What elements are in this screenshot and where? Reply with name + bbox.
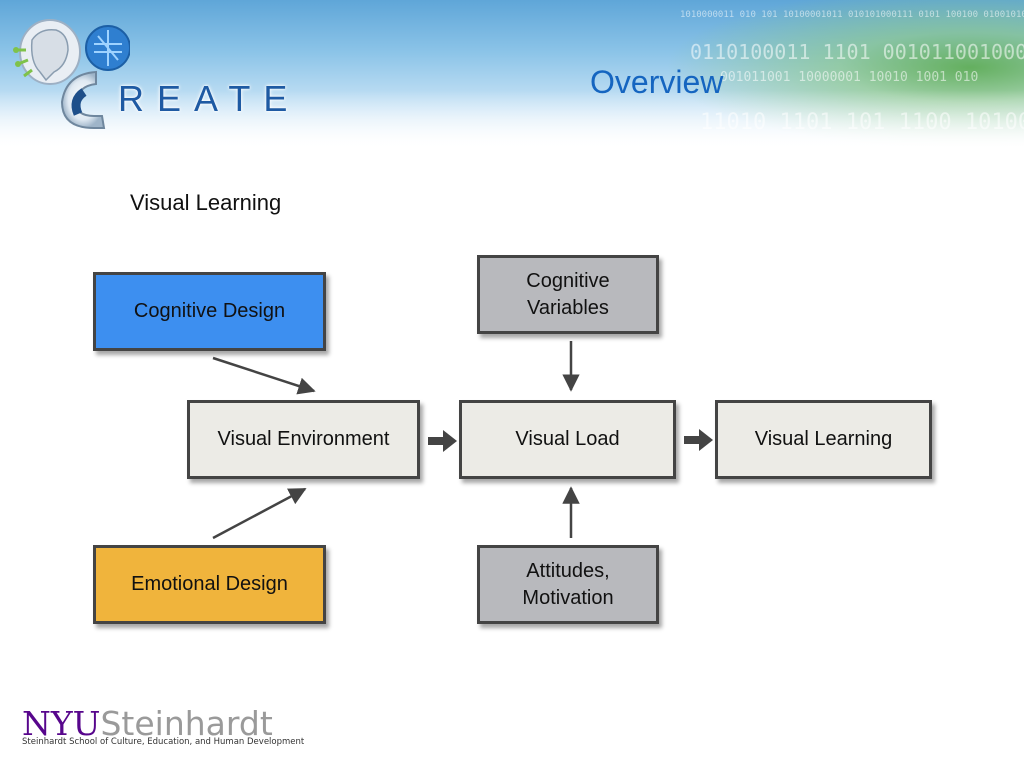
footer-tagline: Steinhardt School of Culture, Education,… — [22, 737, 305, 747]
edge-visual-environment-to-visual-load — [428, 430, 457, 452]
slide-title: Overview — [590, 64, 724, 100]
binary-decoration: 1010000011 010 101 10100001011 010101000… — [680, 10, 1024, 20]
binary-decoration: 0110100011 1101 0010110010000 — [690, 40, 1024, 64]
node-label: Visual Learning — [754, 428, 893, 450]
edge-cognitive-design-to-visual-environment — [212, 356, 316, 395]
header-banner: 1010000011 010 101 10100001011 010101000… — [0, 0, 1024, 150]
node-label: Visual Load — [515, 428, 620, 450]
node-emotional-design: Emotional Design — [93, 545, 326, 624]
node-label: Cognitive Variables — [526, 269, 610, 319]
nyu-steinhardt-logo: NYUSteinhardt — [22, 704, 273, 743]
node-cognitive-variables: Cognitive Variables — [477, 255, 659, 334]
create-logo-text: REATE — [118, 78, 301, 119]
binary-decoration: 001011001 10000001 10010 1001 010 — [720, 70, 979, 85]
banner-fade — [0, 90, 1024, 150]
node-label: Visual Environment — [217, 428, 390, 450]
node-attitudes-motivation: Attitudes, Motivation — [477, 545, 659, 624]
logo-steinhardt: Steinhardt — [100, 704, 273, 743]
create-logo-emblem-icon — [13, 19, 130, 129]
node-visual-load: Visual Load — [459, 400, 676, 479]
section-heading: Visual Learning — [130, 190, 282, 215]
edge-emotional-design-to-visual-environment — [212, 487, 307, 540]
node-label: Cognitive Design — [133, 300, 286, 322]
node-visual-learning: Visual Learning — [715, 400, 932, 479]
node-visual-environment: Visual Environment — [187, 400, 420, 479]
logo-nyu: NYU — [22, 704, 101, 743]
node-label: Emotional Design — [131, 573, 288, 595]
node-cognitive-design: Cognitive Design — [93, 272, 326, 351]
edge-visual-load-to-visual-learning — [684, 429, 713, 451]
node-label: Attitudes, Motivation — [522, 559, 614, 609]
